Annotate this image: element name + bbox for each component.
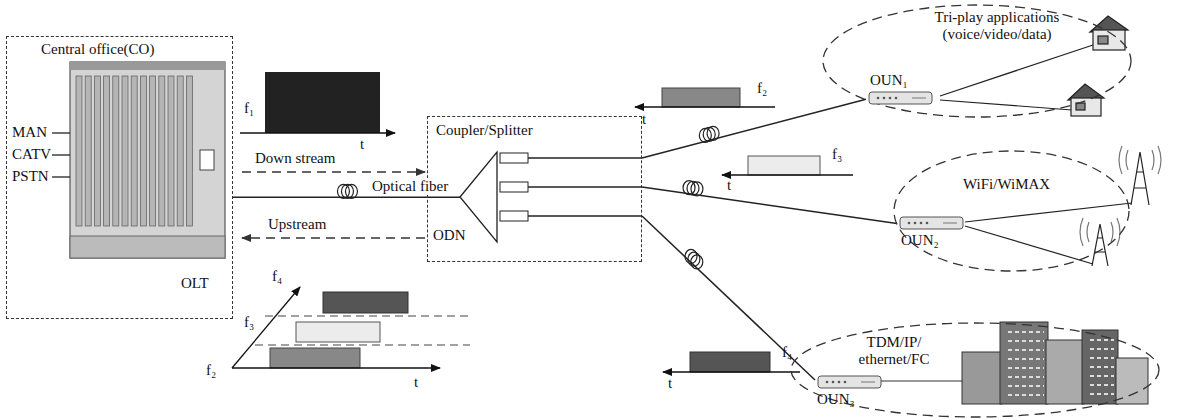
fiber-coil bbox=[707, 126, 719, 140]
rack-slot bbox=[150, 76, 156, 226]
oun-device: OUN₃ bbox=[815, 372, 881, 412]
node-label: OUN₃ bbox=[817, 391, 855, 408]
time-axis bbox=[240, 132, 395, 133]
antenna-tower bbox=[965, 146, 1161, 266]
window-row bbox=[1008, 376, 1044, 378]
node-label: OUN₁ bbox=[870, 72, 908, 89]
window-row bbox=[1008, 349, 1044, 351]
window-row bbox=[1008, 394, 1044, 396]
oun-device: OUN₁ bbox=[866, 72, 940, 106]
node-label: Tri-play applications (voice/video/data) bbox=[922, 9, 1072, 43]
optical-fiber bbox=[233, 197, 427, 199]
node-label: TDM/IP/ ethernet/FC bbox=[850, 334, 938, 368]
rack-slot bbox=[140, 76, 146, 226]
fiber-coil bbox=[688, 252, 700, 266]
signal-label: Down stream bbox=[255, 150, 335, 167]
axis-label: f₄ bbox=[272, 268, 282, 285]
axis-label: t bbox=[360, 136, 364, 153]
optical-fiber bbox=[642, 187, 897, 224]
rack-slot bbox=[159, 76, 165, 226]
user-group-ellipse: WiFi/WiMAX OUN₂ bbox=[893, 150, 1130, 272]
wire bbox=[52, 132, 70, 133]
node-label: ODN bbox=[433, 227, 466, 244]
wire bbox=[52, 154, 70, 155]
pulse bbox=[662, 88, 740, 107]
signal-label: Upstream bbox=[268, 216, 326, 233]
optical-fiber bbox=[642, 216, 815, 380]
axis-label: t bbox=[642, 111, 646, 128]
axis-label: f₃ bbox=[832, 146, 842, 163]
window-row bbox=[1008, 385, 1044, 387]
rack-slot bbox=[76, 76, 82, 226]
oun-box-icon bbox=[868, 90, 934, 106]
signal-label: CATV bbox=[12, 146, 51, 163]
box-title: Central office(CO) bbox=[41, 41, 154, 58]
axis-label: f₂ bbox=[206, 362, 216, 379]
pulse bbox=[690, 352, 770, 372]
window-row bbox=[1008, 331, 1044, 333]
oun-box-icon bbox=[817, 374, 883, 390]
node-label: OLT bbox=[181, 275, 209, 292]
window-row bbox=[1008, 367, 1044, 369]
fiber-coil bbox=[691, 182, 703, 196]
upstream-chart bbox=[232, 287, 470, 368]
rack-slot bbox=[177, 76, 183, 226]
window-row bbox=[1090, 357, 1114, 359]
rack-slot bbox=[131, 76, 137, 226]
fiber-coil bbox=[345, 184, 357, 198]
axis-label: f₄ bbox=[782, 344, 792, 361]
odn-box: Coupler/SplitterODN bbox=[427, 116, 642, 262]
olt-rack bbox=[70, 62, 225, 258]
downstream-arrow bbox=[242, 171, 425, 172]
rack-slot bbox=[104, 76, 110, 226]
window-row bbox=[1090, 348, 1114, 350]
rack-slot bbox=[94, 76, 100, 226]
axis-label: t bbox=[727, 177, 731, 194]
pulse bbox=[748, 156, 820, 175]
window-row bbox=[1090, 339, 1114, 341]
user-group-ellipse: Tri-play applications (voice/video/data)… bbox=[822, 4, 1132, 118]
window-row bbox=[1090, 375, 1114, 377]
rack-slot bbox=[168, 76, 174, 226]
axis-label: f₂ bbox=[757, 80, 767, 97]
node-label: OUN₂ bbox=[901, 232, 939, 249]
signal-label: PSTN bbox=[12, 168, 49, 185]
node-label: WiFi/WiMAX bbox=[963, 176, 1050, 193]
upstream-arrow bbox=[242, 237, 425, 238]
time-axis bbox=[663, 371, 800, 372]
time-axis bbox=[635, 106, 775, 107]
axis-label: t bbox=[668, 375, 672, 392]
window-row bbox=[1090, 366, 1114, 368]
axis-label: t bbox=[414, 374, 418, 391]
window-row bbox=[1008, 358, 1044, 360]
rack-slot bbox=[85, 76, 91, 226]
rack-slot bbox=[186, 76, 192, 226]
axis-label: f₃ bbox=[244, 314, 254, 331]
edge-label: Optical fiber bbox=[370, 178, 450, 195]
rack-slot bbox=[122, 76, 128, 226]
wire bbox=[52, 176, 70, 177]
signal-label: MAN bbox=[12, 124, 47, 141]
window-row bbox=[1008, 340, 1044, 342]
rack-slot bbox=[113, 76, 119, 226]
window-row bbox=[1090, 393, 1114, 395]
fiber-coil bbox=[691, 255, 703, 269]
ellipse-outline bbox=[893, 150, 1130, 272]
window-row bbox=[1090, 384, 1114, 386]
oun-device: OUN₂ bbox=[897, 213, 969, 255]
node-label: Coupler/Splitter bbox=[436, 122, 533, 139]
user-group-ellipse: TDM/IP/ ethernet/FC OUN₃ bbox=[790, 322, 1160, 418]
time-axis bbox=[722, 174, 853, 175]
pulse bbox=[265, 72, 380, 133]
axis-label: f₁ bbox=[244, 100, 254, 117]
oun-box-icon bbox=[899, 215, 965, 231]
